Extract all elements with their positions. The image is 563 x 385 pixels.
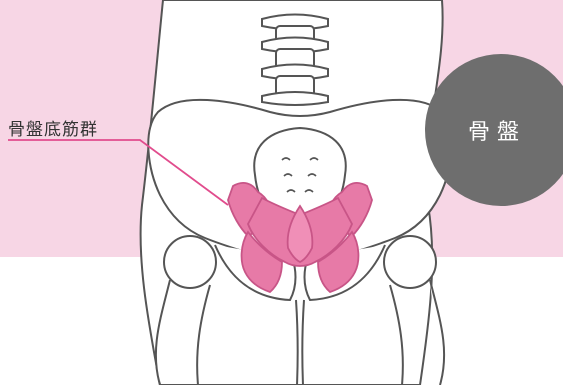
pelvis-badge-label: 骨盤 [468,114,526,146]
pelvic-floor-label: 骨盤底筋群 [8,115,98,140]
